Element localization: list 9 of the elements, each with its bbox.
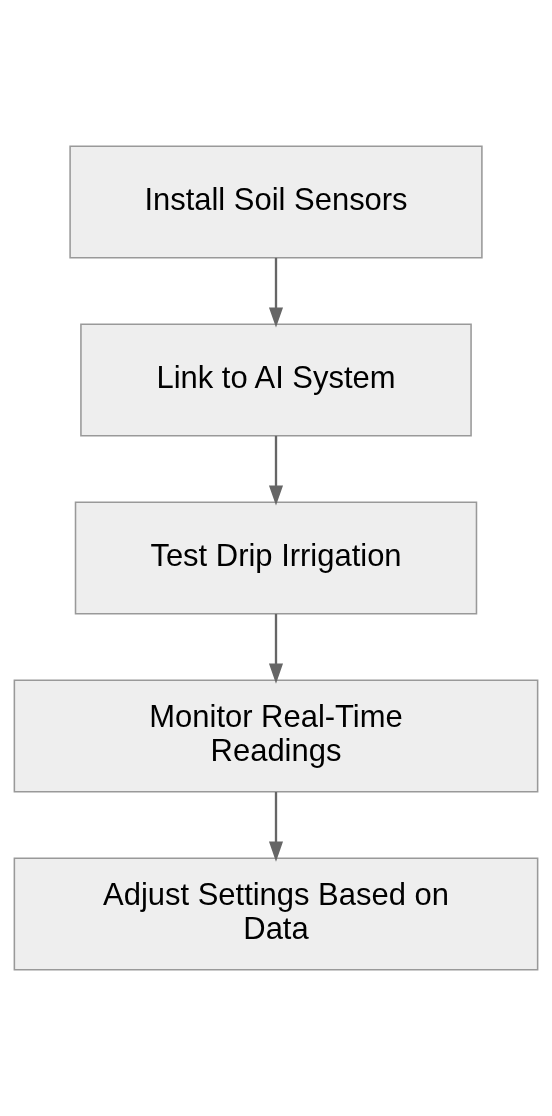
arrow — [268, 791, 284, 862]
node-box: Test Drip Irrigation — [74, 501, 478, 615]
node-box: Monitor Real-Time Readings — [13, 679, 539, 793]
arrow — [268, 613, 284, 684]
node-box: Adjust Settings Based on Data — [13, 857, 539, 971]
node-box: Link to AI System — [80, 323, 472, 437]
node-box: Install Soil Sensors — [69, 145, 483, 259]
arrow — [268, 435, 284, 506]
arrow — [268, 257, 284, 328]
